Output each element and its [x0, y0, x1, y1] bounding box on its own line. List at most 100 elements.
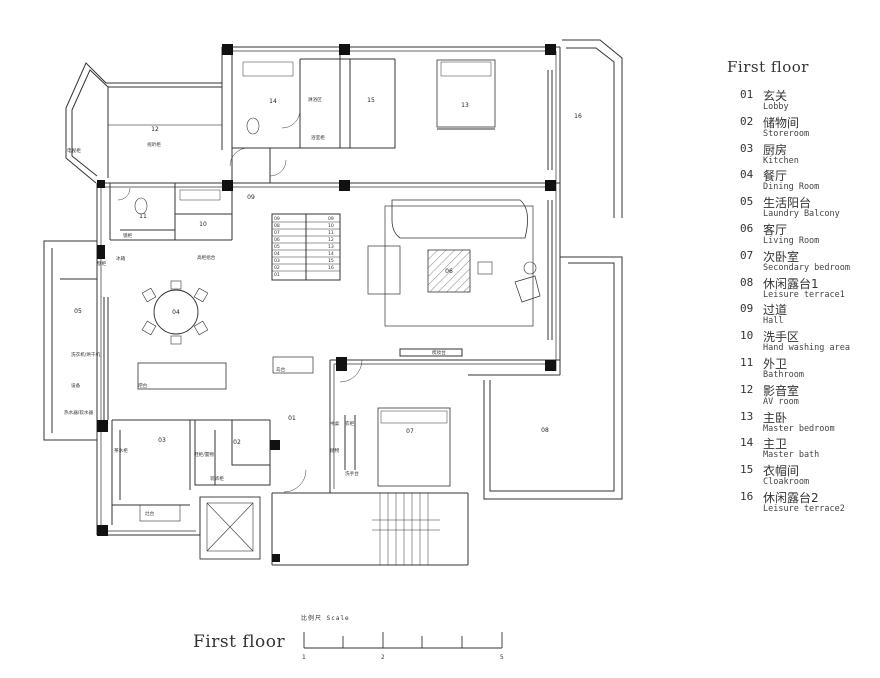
legend-en: Bathroom [763, 369, 804, 380]
legend-num: 06 [740, 221, 754, 235]
island [137, 362, 227, 390]
room-label-15: 15 [367, 97, 375, 104]
stair-step-number: 16 [328, 265, 334, 271]
stair-step-number: 04 [274, 251, 280, 257]
legend-cn: 玄关 [763, 89, 788, 103]
room-label-11: 11 [139, 213, 147, 220]
kitchen-walls [111, 419, 270, 525]
room-label-12: 12 [151, 126, 159, 133]
scale-label: 比例尺 Scale [301, 615, 350, 622]
sofa [391, 199, 528, 239]
stair-step-number: 10 [328, 223, 334, 229]
stair-step-number: 09 [274, 216, 280, 222]
legend-num: 13 [740, 409, 754, 423]
room-label-05: 05 [74, 308, 82, 315]
label-desk: 书桌 [330, 420, 340, 427]
legend-num: 02 [740, 114, 754, 128]
room-label-08: 08 [541, 427, 549, 434]
stair-step-number: 01 [274, 272, 280, 278]
living-rug [384, 205, 534, 327]
legend-en: Lobby [763, 102, 789, 112]
legend-num: 01 [740, 88, 754, 101]
stair-step-number: 09 [328, 216, 334, 222]
legend-cn: 洗手区 [763, 330, 800, 345]
legend-title: First floor [727, 58, 809, 76]
room-label-16: 16 [574, 113, 582, 120]
room-label-02: 02 [233, 439, 241, 446]
label-shoe-cabinet: 鞋柜/置物 [194, 451, 214, 458]
armchair-left [367, 245, 401, 295]
master-bed [436, 59, 496, 128]
room-label-06: 06 [445, 268, 453, 275]
legend-num: 11 [740, 355, 754, 369]
legend-en: Hall [763, 316, 784, 327]
legend-cn: 主卫 [763, 437, 788, 452]
av-room-bay [65, 62, 222, 184]
label-wardrobe: 衣柜 [345, 420, 355, 427]
scale-tick-1: 1 [302, 654, 306, 661]
scale-tick-2: 2 [381, 654, 385, 661]
label-island: 岛台 [276, 366, 286, 373]
room-label-01: 01 [288, 415, 296, 422]
dining-table [153, 289, 199, 335]
label-tall-cabinet: 高柜组合 [197, 254, 216, 261]
legend-cn: 休闲露台1 [763, 276, 819, 291]
terrace-08 [483, 256, 623, 500]
label-shower: 淋浴区 [308, 96, 322, 103]
legend-cn: 休闲露台2 [763, 490, 819, 505]
scale-tick-5: 5 [500, 654, 504, 661]
room-label-07: 07 [406, 428, 414, 435]
stairs [271, 213, 341, 281]
legend-en: Master bath [763, 450, 820, 461]
legend-num: 03 [740, 141, 754, 155]
room-label-10: 10 [199, 221, 207, 228]
stair-step-number: 15 [328, 258, 334, 264]
legend-cn: 储物间 [763, 115, 800, 130]
second-bed [377, 407, 451, 487]
legend-en: Kitchen [763, 155, 799, 166]
label-water-heater: 热水器/软水器 [64, 409, 94, 416]
stair-step-number: 02 [274, 265, 280, 271]
legend-cn: 过道 [763, 303, 788, 318]
legend-cn: 厨房 [763, 142, 788, 157]
legend-num: 15 [740, 463, 754, 477]
legend-cn: 主卧 [763, 410, 788, 425]
label-storage: 储物 [330, 447, 340, 454]
legend-en: Cloakroom [763, 477, 810, 488]
elevator-shaft [199, 496, 261, 560]
legend-num: 08 [740, 275, 754, 289]
label-dresser: 梳妆台 [432, 349, 446, 356]
terrace-16 [562, 39, 623, 218]
legend-num: 04 [740, 168, 754, 182]
stair-step-number: 08 [274, 223, 280, 229]
label-cabinet: 壁柜 [97, 260, 107, 267]
legend-en: Master bedroom [763, 423, 835, 434]
laundry-balcony [43, 240, 97, 441]
outer-wall [96, 46, 561, 566]
stair-step-number: 13 [328, 244, 334, 250]
legend-en: Secondary bedroom [763, 262, 850, 273]
legend-en: Leisure terrace1 [763, 289, 845, 300]
stair-step-number: 06 [274, 237, 280, 243]
label-fridge: 冰箱 [116, 255, 126, 262]
legend-en: Storeroom [763, 128, 810, 139]
legend-en: Leisure terrace2 [763, 503, 845, 514]
legend-num: 14 [740, 436, 754, 450]
coffee-table [427, 249, 471, 293]
legend-cn: 生活阳台 [763, 196, 812, 211]
